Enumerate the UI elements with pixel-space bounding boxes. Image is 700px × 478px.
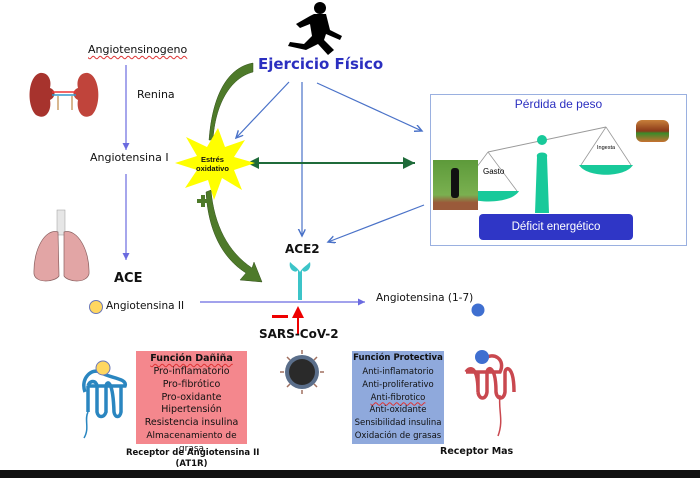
harmful-item: Almacenamiento de grasa	[146, 430, 237, 454]
angiotensinogen-label: Angiotensinogeno	[88, 43, 188, 56]
protective-item: Anti-fibrotico	[370, 392, 426, 403]
harmful-header: Función Dañiña	[150, 353, 233, 364]
sars-cov2-virus-icon	[280, 350, 324, 394]
protective-item: Anti-proliferativo	[362, 379, 434, 390]
burger-image	[636, 120, 669, 142]
harmful-item: Pro-fibrótico	[162, 378, 221, 390]
energy-deficit-label: Déficit energético	[511, 221, 601, 233]
renin-label: Renina	[137, 88, 175, 101]
weight-loss-title: Pérdida de peso	[514, 97, 603, 111]
arrow-weightloss-to-ace2	[328, 204, 425, 242]
harmful-function-box: Función Dañiña Pro-inflamatorio Pro-fibr…	[136, 351, 247, 454]
ace-label: ACE	[114, 271, 143, 286]
protective-header: Función Protectiva	[353, 353, 443, 363]
protective-item: Oxidación de grasas	[354, 430, 442, 441]
expenditure-label: Gasto	[483, 167, 505, 176]
protective-item: Anti-oxidante	[369, 405, 427, 416]
intake-label: Ingesta	[597, 145, 616, 151]
harmful-item: Resistencia insulina	[144, 417, 239, 429]
lungs-icon	[33, 209, 90, 282]
angiotensin-2-dot	[89, 300, 103, 314]
bottom-bar	[0, 470, 700, 478]
at1r-receptor-label: Receptor de Angiotensina II (AT1R)	[126, 448, 259, 470]
protective-item: Sensibilidad insulina	[354, 418, 442, 429]
at1r-receptor-icon	[82, 369, 127, 439]
harmful-item: Pro-oxidante	[161, 391, 222, 403]
at1r-receptor-line1: Receptor de Angiotensina II	[126, 448, 260, 458]
oxidative-stress-line2: oxidativo	[196, 164, 229, 173]
oxidative-stress-star	[175, 128, 255, 200]
ace2-label: ACE2	[285, 242, 320, 256]
at1r-ligand-dot	[95, 360, 111, 376]
angiotensin-2-label: Angiotensina II	[106, 300, 185, 312]
arrow-exercise-to-weightloss	[316, 82, 422, 131]
angiotensin-1-label: Angiotensina I	[90, 151, 169, 164]
harmful-item: Pro-inflamatorio	[153, 366, 230, 377]
curve-exercise-to-stress	[208, 62, 254, 141]
mas-receptor-label: Receptor Mas	[440, 446, 514, 457]
protective-function-box: Función Protectiva Anti-inflamatorio Ant…	[352, 351, 444, 444]
energy-deficit-box: Déficit energético	[479, 214, 633, 240]
oxidative-stress-line1: Estrés	[201, 155, 224, 164]
sars-cov2-label: SARS-CoV-2	[259, 327, 339, 341]
angiotensin-1-7-dot	[471, 303, 485, 317]
curve-stress-to-ace2	[205, 189, 263, 283]
protective-item: Anti-inflamatorio	[362, 367, 434, 377]
angiotensin-1-7-label: Angiotensina (1-7)	[376, 292, 474, 304]
ace2-receptor-icon	[289, 262, 311, 300]
oxidative-stress-label: Estrés oxidativo	[196, 155, 229, 173]
mas-receptor-icon	[464, 354, 516, 437]
mas-ligand-dot	[475, 350, 489, 364]
runner-icon	[288, 2, 342, 55]
plus-sign-icon	[197, 195, 209, 207]
businessman-running-image	[433, 160, 478, 210]
arrow-exercise-to-stress	[236, 81, 290, 138]
at1r-receptor-line2: (AT1R)	[175, 459, 208, 469]
exercise-title: Ejercicio Físico	[258, 55, 384, 73]
inhibit-minus-icon	[272, 315, 288, 318]
kidneys-icon	[29, 72, 99, 117]
harmful-item: Hipertensión	[161, 404, 222, 416]
